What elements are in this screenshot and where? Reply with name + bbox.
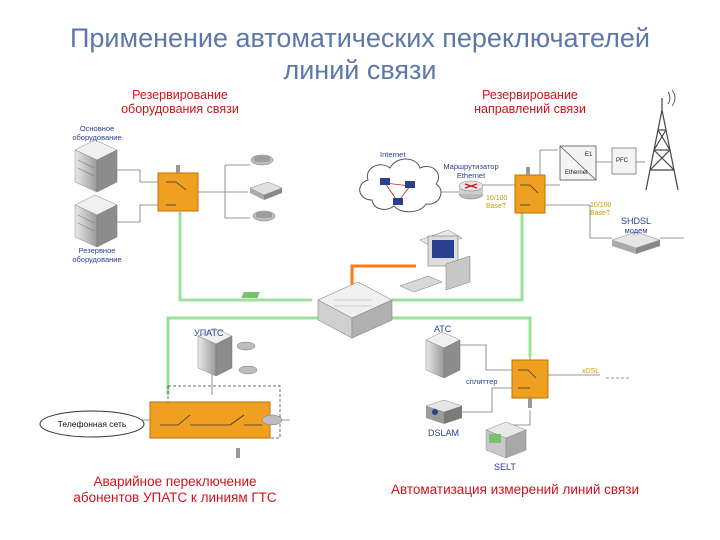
server-icon [197, 327, 233, 377]
label-main-equipment-2: оборудование [72, 133, 122, 142]
server-icon [74, 139, 118, 193]
modem-icon [249, 181, 283, 200]
page-title-line-1: Применение автоматических переключателей [70, 23, 650, 53]
label-base-t-2a: 10/100 [590, 202, 612, 209]
label-internet: Internet [380, 150, 406, 159]
orange-link [350, 264, 416, 288]
label-base-t-1a: 10/100 [486, 195, 508, 202]
label-main-equipment-1: Основное [79, 124, 115, 133]
caption-automation: Автоматизация измерений линий связи [390, 482, 639, 497]
label-e1: E1 [585, 152, 593, 158]
label-ethernet-small: Ethernet [565, 170, 588, 176]
phone-network-oval [39, 410, 145, 438]
caption-reserve-directions-2: направлений связи [474, 102, 586, 116]
pfc-box-icon [611, 147, 637, 175]
router-icon [458, 180, 484, 200]
converter-icon [559, 145, 597, 181]
phone-icon [252, 210, 276, 222]
label-phone-network: Телефонная сеть [57, 419, 127, 429]
caption-emergency-switch-2: абонентов УПАТС к линиям ГТС [73, 490, 277, 505]
caption-emergency-switch-1: Аварийное переключение [93, 474, 257, 489]
label-backup-equipment-1: Резервное [78, 246, 116, 255]
modem-icon [611, 231, 661, 254]
switch-module-icon [149, 401, 271, 439]
label-selt: SELT [494, 462, 516, 472]
label-router-2: Ethernet [456, 171, 486, 180]
label-splitter: сплиттер [466, 377, 498, 386]
cloud-icon [359, 158, 442, 213]
label-shdsl-1: SHDSL [620, 216, 651, 226]
label-backup-equipment-2: оборудование [72, 255, 122, 264]
dslam-icon [425, 399, 463, 424]
connector-icon [236, 448, 240, 458]
label-upats: УПАТС [194, 328, 224, 338]
antenna-tower-icon [645, 89, 679, 191]
switch-module-icon [157, 165, 199, 212]
label-base-t-1b: BaseT [486, 203, 507, 210]
label-xdsl: xDSL [582, 368, 600, 375]
label-dslam: DSLAM [428, 428, 460, 438]
server-icon [425, 331, 461, 379]
label-router-1: Маршрутизатор [443, 162, 499, 171]
phone-icon [261, 414, 283, 426]
label-ats: АТС [434, 324, 452, 334]
selt-meter-icon [485, 421, 527, 459]
computer-icon [399, 229, 471, 293]
caption-reserve-equipment-2: оборудования связи [121, 102, 239, 116]
switch-module-icon [514, 167, 546, 214]
label-pfc: PFC [616, 158, 628, 164]
server-icon [74, 194, 118, 248]
page-title-line-2: линий связи [283, 55, 437, 85]
green-links [166, 212, 532, 395]
phone-icon [236, 341, 258, 375]
label-base-t-2b: BaseT [590, 210, 611, 217]
label-shdsl-2: модем [624, 226, 648, 235]
control-unit-icon [241, 281, 393, 339]
caption-reserve-directions-1: Резервирование [482, 88, 578, 102]
switch-module-icon [511, 359, 549, 408]
phone-icon [250, 154, 274, 166]
caption-reserve-equipment-1: Резервирование [132, 88, 228, 102]
